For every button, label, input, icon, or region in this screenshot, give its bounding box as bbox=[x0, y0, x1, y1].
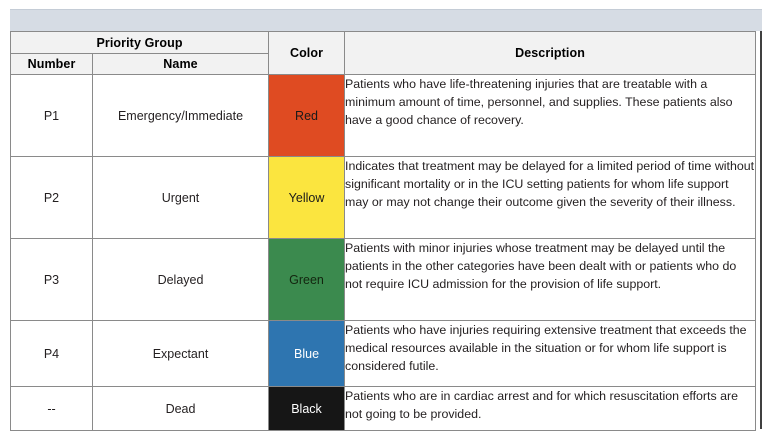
cell-number: P3 bbox=[10, 238, 93, 321]
cell-description: Patients with minor injuries whose treat… bbox=[344, 238, 757, 321]
triage-priority-table: Priority Group Color Description Number … bbox=[9, 31, 757, 431]
table-row: P2 Urgent Yellow Indicates that treatmen… bbox=[10, 156, 757, 239]
cell-number: -- bbox=[10, 386, 93, 431]
cell-color-swatch: Black bbox=[268, 386, 346, 431]
cell-number: P2 bbox=[10, 156, 93, 239]
cell-name: Emergency/Immediate bbox=[91, 74, 270, 157]
table-container: Priority Group Color Description Number … bbox=[9, 31, 762, 431]
cell-name: Urgent bbox=[91, 156, 270, 239]
column-header-name: Name bbox=[91, 53, 270, 75]
cell-description: Patients who have injuries requiring ext… bbox=[344, 320, 757, 387]
cell-name: Expectant bbox=[91, 320, 270, 387]
table-header: Priority Group Color Description Number … bbox=[9, 31, 757, 75]
cell-number: P4 bbox=[10, 320, 93, 387]
table-row: P3 Delayed Green Patients with minor inj… bbox=[10, 238, 757, 321]
header-row-group: Priority Group Color Description bbox=[9, 31, 757, 75]
cell-description: Patients who are in cardiac arrest and f… bbox=[344, 386, 757, 431]
column-header-description: Description bbox=[344, 31, 757, 75]
table-body: P1 Emergency/Immediate Red Patients who … bbox=[10, 74, 757, 431]
column-header-number: Number bbox=[10, 53, 93, 75]
cell-name: Delayed bbox=[91, 238, 270, 321]
cell-description: Indicates that treatment may be delayed … bbox=[344, 156, 757, 239]
cell-description: Patients who have life-threatening injur… bbox=[344, 74, 757, 157]
column-header-color: Color bbox=[268, 31, 346, 75]
cell-color-swatch: Green bbox=[268, 238, 346, 321]
cell-number: P1 bbox=[10, 74, 93, 157]
header-row-sub: Number Name bbox=[10, 53, 756, 75]
table-row: P4 Expectant Blue Patients who have inju… bbox=[10, 320, 757, 387]
table-row: -- Dead Black Patients who are in cardia… bbox=[10, 386, 757, 431]
top-band bbox=[10, 9, 762, 31]
cell-name: Dead bbox=[91, 386, 270, 431]
cell-color-swatch: Red bbox=[268, 74, 346, 157]
table-row: P1 Emergency/Immediate Red Patients who … bbox=[10, 74, 757, 157]
cell-color-swatch: Yellow bbox=[268, 156, 346, 239]
column-header-priority-group: Priority Group bbox=[9, 31, 270, 54]
cell-color-swatch: Blue bbox=[268, 320, 346, 387]
